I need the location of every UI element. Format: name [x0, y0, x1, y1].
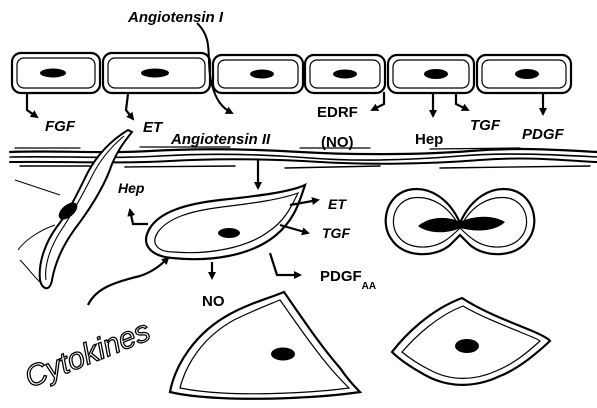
- bottom-left-cell: [170, 292, 360, 399]
- cytokines-label: Cytokines: [20, 315, 154, 395]
- central-cell: [146, 185, 305, 259]
- angiotensin-1-label: Angiotensin I: [127, 9, 224, 26]
- hep-top-label: Hep: [415, 131, 443, 148]
- pdgf-top-label: PDGF: [522, 126, 565, 143]
- endothelial-nuclei: [40, 69, 539, 80]
- edrf-label: EDRF: [317, 104, 358, 121]
- migrating-cell: [15, 130, 132, 288]
- bottom-right-cell: [392, 298, 550, 385]
- pdgf-aa-main: PDGF: [320, 268, 362, 285]
- dividing-cell: [386, 189, 535, 254]
- tgf-right-label: TGF: [322, 225, 350, 241]
- pdgf-aa-label: PDGFAA: [320, 268, 376, 292]
- pdgf-aa-subscript: AA: [362, 281, 376, 292]
- fgf-label: FGF: [45, 118, 76, 135]
- no-bottom-label: NO: [202, 293, 225, 310]
- tgf-top-label: TGF: [470, 117, 501, 134]
- no-paren-label: (NO): [321, 134, 354, 151]
- endothelial-layer: [12, 53, 571, 93]
- et-top-label: ET: [143, 119, 164, 136]
- hep-left-label: Hep: [118, 180, 145, 196]
- et-right-label: ET: [328, 196, 347, 212]
- angiotensin-2-label: Angiotensin II: [170, 131, 271, 148]
- angiotensin-arrow: [197, 23, 232, 113]
